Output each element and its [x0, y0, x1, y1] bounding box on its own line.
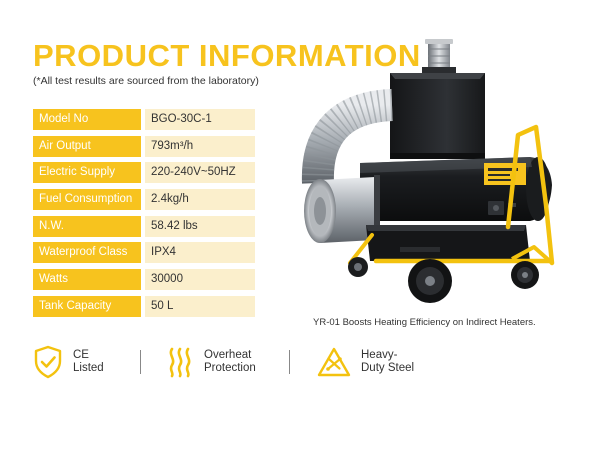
spec-label: Electric Supply	[33, 162, 141, 184]
spec-label: N.W.	[33, 215, 141, 237]
shield-check-icon	[34, 345, 62, 379]
spec-value: BGO-30C-1	[145, 109, 255, 130]
heater-product-image	[301, 39, 555, 303]
spec-value: 793m³/h	[145, 135, 255, 157]
feature-divider	[289, 350, 290, 374]
spec-value: 220-240V~50HZ	[145, 162, 255, 184]
warning-triangle-icon	[317, 347, 351, 377]
spec-label: Air Output	[33, 135, 141, 157]
spec-value: 2.4kg/h	[145, 189, 255, 211]
spec-label: Tank Capacity	[33, 295, 141, 317]
spec-label: Fuel Consumption	[33, 189, 141, 211]
spec-row-net-weight: N.W. 58.42 lbs	[33, 215, 255, 237]
feature-overheat-protection: Overheat Protection	[166, 342, 256, 382]
spec-row-watts: Watts 30000	[33, 269, 255, 291]
spec-table: Model No BGO-30C-1 Air Output 793m³/h El…	[33, 109, 255, 323]
page-title: PRODUCT INFORMATION	[33, 38, 421, 73]
heat-waves-icon	[169, 347, 191, 378]
feature-label: CE Listed	[73, 349, 104, 374]
spec-row-fuel-consumption: Fuel Consumption 2.4kg/h	[33, 189, 255, 211]
spec-row-tank-capacity: Tank Capacity 50 L	[33, 295, 255, 317]
spec-value: 50 L	[145, 295, 255, 317]
feature-heavy-duty-steel: Heavy- Duty Steel	[317, 342, 414, 382]
spec-row-air-output: Air Output 793m³/h	[33, 135, 255, 157]
spec-label: Model No	[33, 109, 141, 130]
spec-row-waterproof-class: Waterproof Class IPX4	[33, 242, 255, 264]
spec-value: 58.42 lbs	[145, 215, 255, 237]
feature-bar: CE Listed Overheat Protection Heavy- Dut…	[33, 342, 453, 382]
feature-label: Heavy- Duty Steel	[361, 349, 415, 374]
spec-row-model-no: Model No BGO-30C-1	[33, 109, 255, 130]
feature-divider	[140, 350, 141, 374]
spec-label: Waterproof Class	[33, 242, 141, 264]
feature-ce-listed: CE Listed	[33, 342, 104, 382]
product-caption: YR-01 Boosts Heating Efficiency on Indir…	[313, 317, 536, 328]
page-subtitle: (*All test results are sourced from the …	[33, 75, 259, 87]
spec-value: 30000	[145, 269, 255, 291]
feature-label: Overheat Protection	[204, 349, 256, 374]
spec-row-electric-supply: Electric Supply 220-240V~50HZ	[33, 162, 255, 184]
spec-label: Watts	[33, 269, 141, 291]
spec-value: IPX4	[145, 242, 255, 264]
